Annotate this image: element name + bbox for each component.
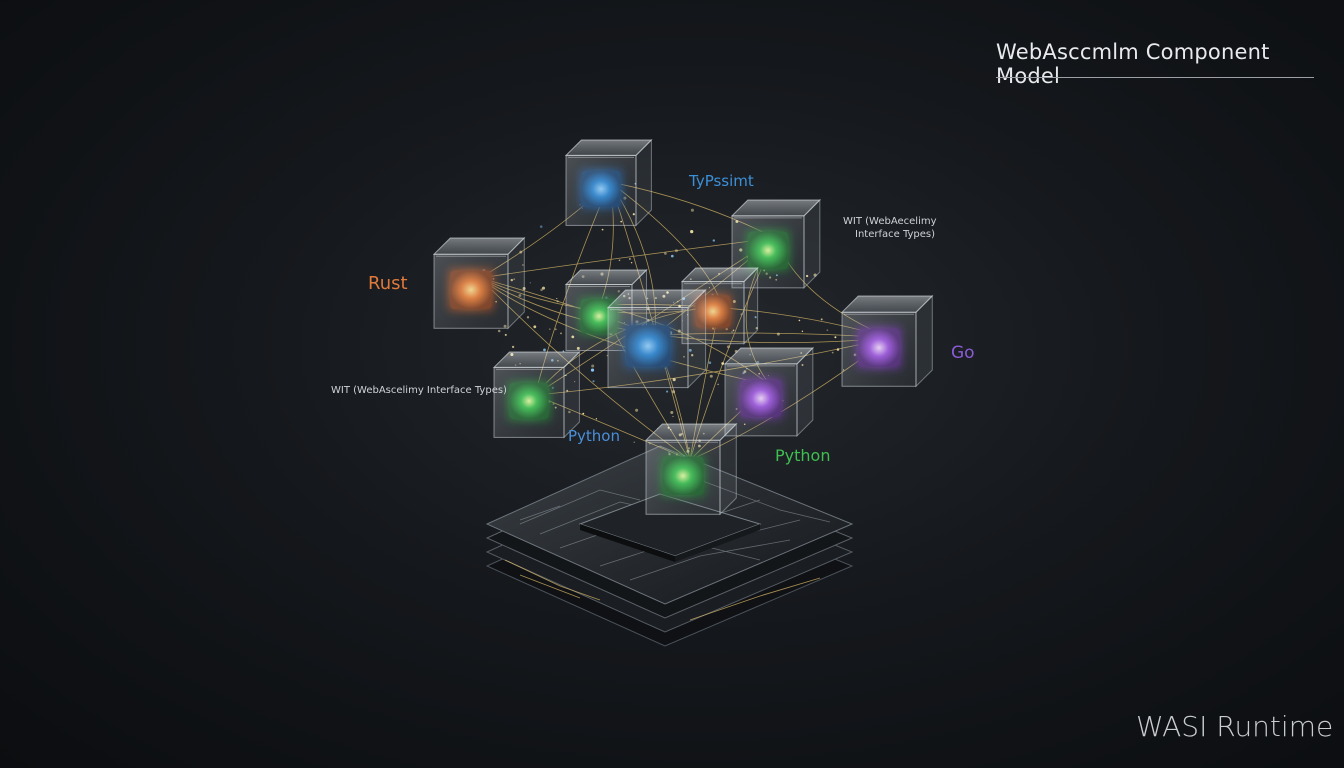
rust-component-cube xyxy=(432,236,526,330)
python-component-cube-bottom xyxy=(644,422,738,516)
wit-component-cube-left xyxy=(492,350,581,439)
label-rust: Rust xyxy=(368,273,408,294)
label-wit-right-line2: Interface Types) xyxy=(855,229,936,240)
label-wit-left: WIT (WebAscelimy Interface Types) xyxy=(331,385,507,396)
diagram-title: WebAsccmlm Component Model xyxy=(996,40,1270,88)
circuit-board-stack xyxy=(485,445,854,647)
label-go: Go xyxy=(951,343,975,363)
wit-component-cube-right xyxy=(730,198,822,290)
blue-component-cube-center xyxy=(606,288,707,389)
label-python-right: Python xyxy=(775,446,831,465)
go-component-cube xyxy=(840,294,934,388)
label-typescript: TyPssimt xyxy=(689,172,754,190)
purple-component-cube-lower xyxy=(723,346,815,438)
title-underline xyxy=(996,77,1314,78)
label-wit-right-line1: WIT (WebAecelimy xyxy=(843,216,937,227)
typescript-component-cube xyxy=(564,138,653,227)
runtime-label: WASI Runtime xyxy=(1136,710,1334,743)
label-python-left: Python xyxy=(568,427,620,445)
